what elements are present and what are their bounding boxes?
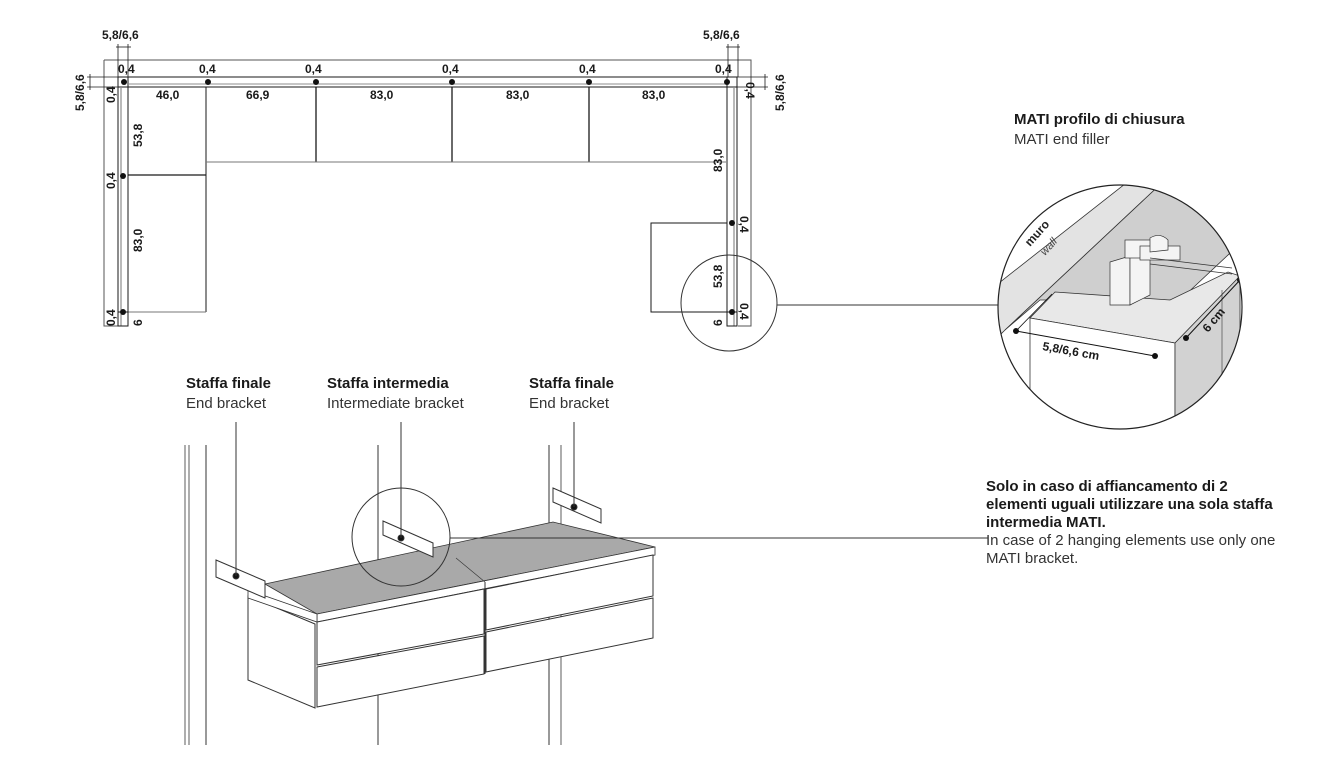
gap-marker bbox=[313, 79, 319, 85]
gap-markers bbox=[120, 79, 735, 315]
installation-note: Solo in caso di affiancamento di 2 eleme… bbox=[986, 478, 1276, 568]
height-label: 53,8 bbox=[131, 123, 145, 147]
plan-dimensions: 5,8/6,6 5,8/6,6 5,8/6,6 5,8/6,6 0,4 0,4 … bbox=[73, 28, 787, 326]
width-label: 83,0 bbox=[642, 88, 666, 102]
gap-label: 0,4 bbox=[743, 82, 757, 99]
note-italian: Solo in caso di affiancamento di 2 eleme… bbox=[986, 478, 1273, 531]
gap-label: 0,4 bbox=[104, 86, 118, 103]
bracket-label-left-title: Staffa finale bbox=[186, 375, 272, 392]
gap-label: 0,4 bbox=[579, 62, 596, 76]
detail-callout-circle bbox=[680, 254, 778, 352]
gap-marker bbox=[729, 220, 735, 226]
width-dimension-line bbox=[1015, 330, 1156, 357]
gap-marker bbox=[449, 79, 455, 85]
detail-title: MATI profilo di chiusura bbox=[1014, 111, 1185, 128]
bracket-label-right-subtitle: End bracket bbox=[529, 395, 610, 412]
gap-label: 0,4 bbox=[199, 62, 216, 76]
gap-label: 0,4 bbox=[118, 62, 135, 76]
note-english: In case of 2 hanging elements use only o… bbox=[986, 532, 1276, 567]
bracket-label-left-subtitle: End bracket bbox=[186, 395, 267, 412]
height-label: 83,0 bbox=[711, 148, 725, 172]
intermediate-bracket bbox=[382, 520, 434, 558]
detail-circle-border bbox=[997, 184, 1243, 430]
rail-right bbox=[726, 76, 738, 327]
drawer-front bbox=[316, 588, 485, 666]
rail-left bbox=[117, 76, 129, 327]
bracket-label-mid-title: Staffa intermedia bbox=[327, 375, 449, 392]
intermediate-callout-circle bbox=[351, 487, 451, 587]
end-filler-profile bbox=[1109, 235, 1233, 306]
gap-label: 0,4 bbox=[737, 303, 751, 320]
gap-marker bbox=[586, 79, 592, 85]
drawer-front bbox=[316, 635, 485, 708]
gap-label: 0,4 bbox=[305, 62, 322, 76]
cabinet-left-side bbox=[247, 595, 316, 709]
width-label: 83,0 bbox=[506, 88, 530, 102]
height-label: 83,0 bbox=[131, 228, 145, 252]
offset-label: 5,8/6,6 bbox=[102, 28, 139, 42]
gap-marker bbox=[729, 309, 735, 315]
gap-label: 0,4 bbox=[104, 172, 118, 189]
gap-label: 0,4 bbox=[737, 216, 751, 233]
width-label: 66,9 bbox=[246, 88, 270, 102]
depth-dimension-line bbox=[1185, 279, 1241, 339]
gap-marker bbox=[205, 79, 211, 85]
end-bracket-left bbox=[215, 559, 266, 599]
right-cabinet bbox=[650, 222, 727, 313]
wall-outline bbox=[104, 59, 752, 327]
end-filler-detail: 5,8/6,6 cm 6 cm muro wall bbox=[998, 185, 1242, 429]
bracket-label-mid-subtitle: Intermediate bracket bbox=[327, 395, 464, 412]
bracket-label-right-title: Staffa finale bbox=[529, 375, 615, 392]
depth-label: 6 bbox=[711, 319, 725, 326]
drawer-front bbox=[485, 554, 654, 631]
width-label: 83,0 bbox=[370, 88, 394, 102]
drawer-front bbox=[485, 597, 654, 673]
gap-label: 0,4 bbox=[104, 309, 118, 326]
plan-view bbox=[87, 44, 1002, 352]
width-label: 46,0 bbox=[156, 88, 180, 102]
gap-label: 0,4 bbox=[715, 62, 732, 76]
offset-label: 5,8/6,6 bbox=[703, 28, 740, 42]
gap-marker bbox=[120, 309, 126, 315]
wall-outline-left bbox=[103, 60, 118, 327]
gap-label: 0,4 bbox=[442, 62, 459, 76]
height-label: 53,8 bbox=[711, 264, 725, 288]
offset-label: 5,8/6,6 bbox=[73, 74, 87, 111]
detail-subtitle: MATI end filler bbox=[1014, 131, 1110, 148]
gap-marker bbox=[121, 79, 127, 85]
gap-marker bbox=[120, 173, 126, 179]
depth-label: 6 bbox=[131, 319, 145, 326]
offset-label: 5,8/6,6 bbox=[773, 74, 787, 111]
gap-marker bbox=[724, 79, 730, 85]
assembly-view bbox=[184, 422, 988, 745]
